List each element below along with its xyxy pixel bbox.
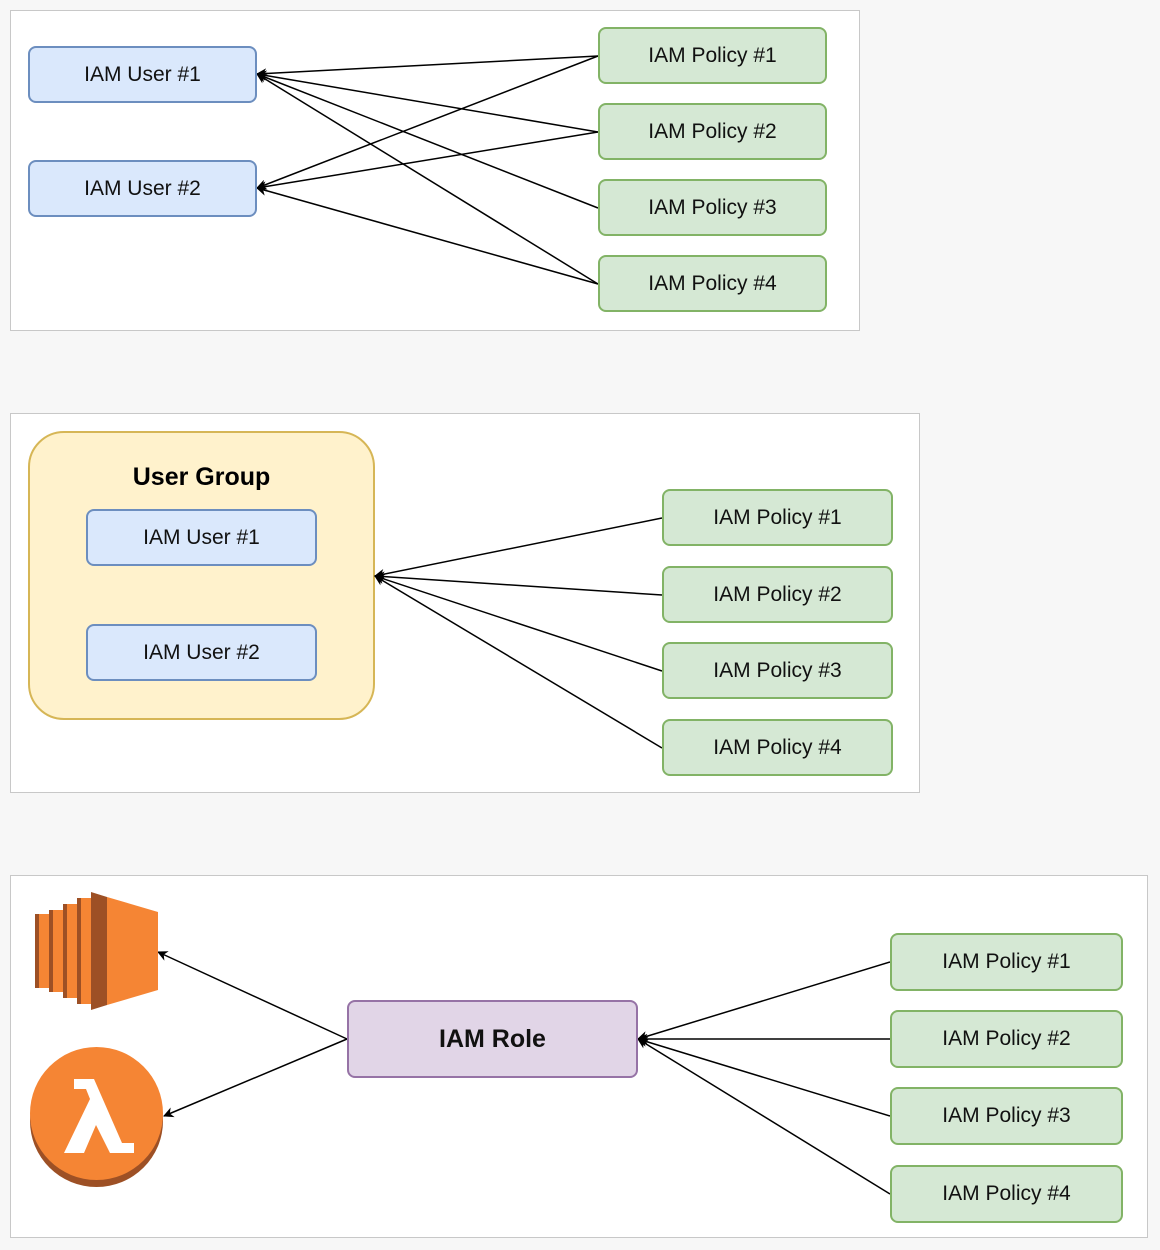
- edge-policy1-user1: [255, 55, 599, 79]
- diagram1-edges: [255, 55, 599, 285]
- d2-iam-policy-4: IAM Policy #4: [662, 719, 893, 776]
- d3-iam-policy-4: IAM Policy #4: [890, 1165, 1123, 1223]
- edge-policy3-user1: [256, 72, 599, 209]
- edge-policy2-user2: [255, 131, 599, 192]
- d1-iam-policy-3: IAM Policy #3: [598, 179, 827, 236]
- d1-iam-user-1: IAM User #1: [28, 46, 257, 103]
- diagram3-edges: [157, 951, 891, 1195]
- ec2-icon: [35, 892, 158, 1010]
- d1-iam-policy-4: IAM Policy #4: [598, 255, 827, 312]
- edge-policy1-user2: [256, 55, 599, 190]
- edge-policy2-user1: [255, 70, 599, 133]
- edge-policy3-group: [374, 573, 663, 672]
- edge-policy4-user2: [255, 185, 599, 285]
- edge-policy1-group: [373, 517, 663, 580]
- user-group-title: User Group: [132, 463, 271, 491]
- edge-policy4-group: [374, 575, 663, 749]
- d2-iam-user-2: IAM User #2: [86, 624, 317, 681]
- edge-policy3-role: [636, 1036, 891, 1117]
- edge-role-lambda: [163, 1038, 348, 1118]
- d2-iam-policy-2: IAM Policy #2: [662, 566, 893, 623]
- iam-role: IAM Role: [347, 1000, 638, 1078]
- d2-iam-user-1: IAM User #1: [86, 509, 317, 566]
- edge-policy2-group: [373, 571, 663, 596]
- d1-iam-user-2: IAM User #2: [28, 160, 257, 217]
- lambda-icon: [30, 1047, 163, 1187]
- edge-policy1-role: [636, 961, 891, 1042]
- diagram2-edges: [373, 517, 663, 749]
- d1-iam-policy-2: IAM Policy #2: [598, 103, 827, 160]
- edge-role-ec2: [157, 951, 348, 1040]
- d3-iam-policy-2: IAM Policy #2: [890, 1010, 1123, 1068]
- edge-policy4-user1: [256, 73, 599, 285]
- d2-iam-policy-1: IAM Policy #1: [662, 489, 893, 546]
- d3-iam-policy-1: IAM Policy #1: [890, 933, 1123, 991]
- d1-iam-policy-1: IAM Policy #1: [598, 27, 827, 84]
- d2-iam-policy-3: IAM Policy #3: [662, 642, 893, 699]
- d3-iam-policy-3: IAM Policy #3: [890, 1087, 1123, 1145]
- edge-policy4-role: [637, 1038, 891, 1195]
